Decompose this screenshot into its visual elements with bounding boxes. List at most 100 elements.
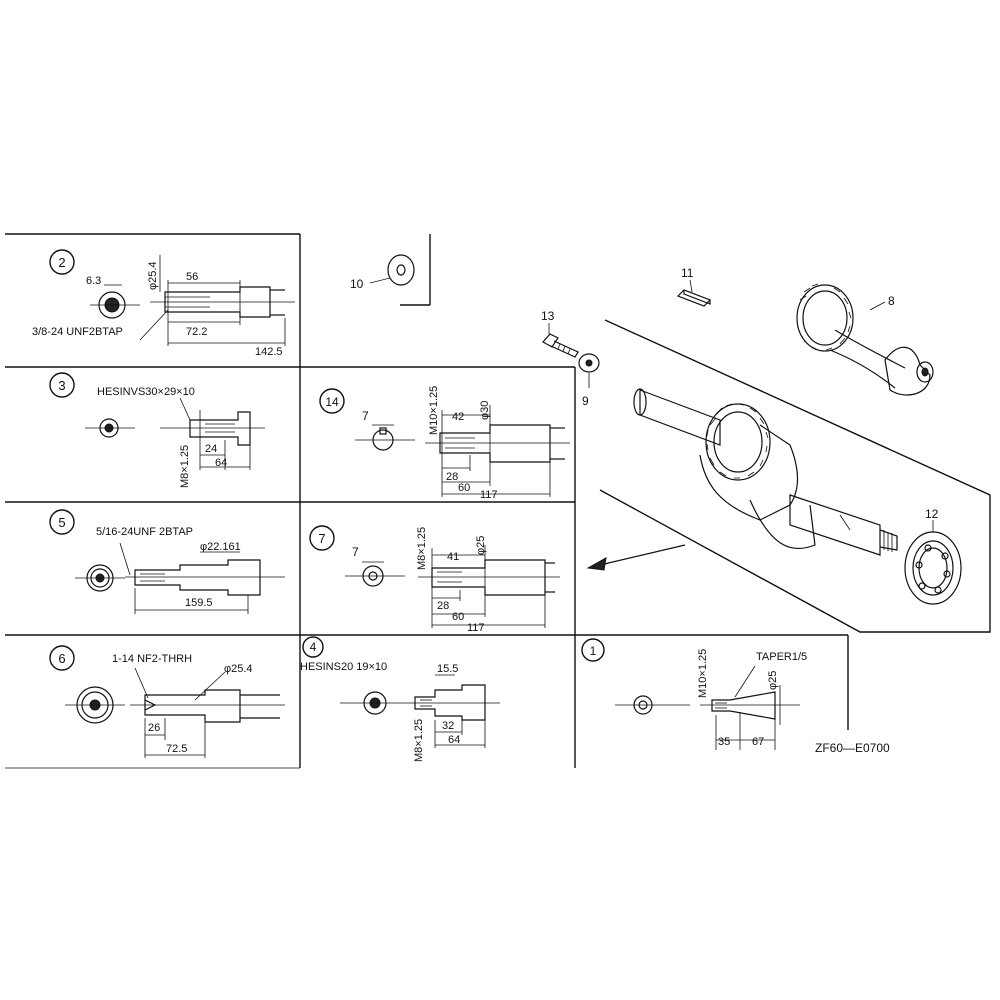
part-12-label: 12 (925, 507, 939, 521)
panel4-dim-64: 64 (448, 734, 460, 746)
callout-14 (319, 388, 345, 414)
panel14-dim-28: 28 (446, 471, 458, 483)
main-crankshaft (633, 388, 898, 556)
panel7-dim-dia25: φ25 (475, 536, 487, 555)
panel2-dim-72-2: 72.2 (186, 326, 207, 338)
panel-2: 2 6.3 φ25.4 56 3/8-24 UNF2BTAP 72 (32, 249, 295, 358)
shaft-side-view (425, 405, 570, 497)
panel2-dim-dia: φ25.4 (147, 261, 159, 290)
shaft-end-view (615, 695, 690, 715)
callout-3 (49, 372, 75, 398)
shaft-side-view (700, 665, 800, 750)
shaft-end-view (85, 418, 135, 438)
panel5-thread: 5/16-24UNF 2BTAP (96, 526, 193, 538)
shaft-side-view (410, 674, 500, 748)
exploded-view: 13 9 11 8 (541, 266, 991, 633)
panel-14: 14 7 M10×1.25 42 φ30 28 60 (319, 386, 570, 501)
panel2-dim-142-5: 142.5 (255, 346, 283, 358)
panel4-dim-m8: M8×1.25 (413, 719, 425, 762)
panel1-dim-dia25: φ25 (767, 671, 779, 690)
panel-6: 6 1-14 NF2-THRH φ25.4 26 72.5 (49, 645, 285, 758)
panel4-dim-32: 32 (442, 720, 454, 732)
shaft-end-view (90, 291, 140, 319)
panel7-dim-41: 41 (447, 551, 459, 563)
callout-14-label: 14 (325, 395, 339, 409)
callout-3-label: 3 (58, 378, 65, 393)
part-8-label: 8 (888, 294, 895, 308)
shaft-end-view (340, 691, 410, 715)
panel5-dim-159-5: 159.5 (185, 597, 213, 609)
shaft-side-view (160, 397, 265, 470)
diagram-code: ZF60—E0700 (815, 741, 890, 755)
panel7-dim-60: 60 (452, 611, 464, 623)
panel4-dim-15-5: 15.5 (437, 663, 458, 675)
panel14-dim-m10: M10×1.25 (428, 386, 440, 435)
panel14-dim-117: 117 (480, 489, 498, 501)
panel1-dim-35: 35 (718, 736, 730, 748)
callout-6-label: 6 (58, 651, 65, 666)
callout-1-label: 1 (590, 644, 597, 658)
shaft-side-view (418, 545, 560, 628)
panel14-dim-42: 42 (452, 411, 464, 423)
callout-6 (49, 645, 75, 671)
panel-3: 3 HESINVS30×29×10 M8×1.25 24 64 (49, 372, 265, 488)
part-9-washer: 9 (578, 353, 600, 408)
panel6-dim-72-5: 72.5 (166, 743, 187, 755)
panel3-dim-64: 64 (215, 457, 227, 469)
panel14-dim-7: 7 (362, 409, 369, 423)
panel2-dim-56: 56 (186, 271, 198, 283)
part-11-label: 11 (681, 266, 694, 280)
panel6-dim-dia: φ25.4 (224, 663, 253, 675)
callout-1 (581, 638, 605, 662)
panel1-taper: TAPER1/5 (756, 651, 807, 663)
panel7-dim-28: 28 (437, 600, 449, 612)
panel5-dim-dia: φ22.161 (200, 541, 241, 553)
shaft-end-view (65, 686, 125, 724)
callout-5 (49, 509, 75, 535)
part-11-key: 11 (676, 266, 712, 307)
callout-4-label: 4 (310, 640, 317, 654)
panel6-dim-26: 26 (148, 722, 160, 734)
panel7-dim-117: 117 (467, 622, 485, 634)
callout-5-label: 5 (58, 515, 65, 530)
panel3-dim-24: 24 (205, 443, 217, 455)
part-10-label: 10 (350, 277, 364, 291)
part-13-bolt: 13 (541, 309, 579, 358)
part-12-bearing: 12 (904, 507, 962, 605)
panel-4: 4 HESINS20 19×10 15.5 32 64 M8×1.25 (300, 636, 500, 762)
shaft-side-view (119, 542, 285, 614)
panel6-thread: 1-14 NF2-THRH (112, 653, 192, 665)
direction-arrow (586, 544, 686, 571)
callout-7-label: 7 (318, 531, 325, 546)
callout-2-label: 2 (58, 255, 65, 270)
panel-1: 1 TAPER1/5 M10×1.25 φ25 35 67 (581, 638, 807, 750)
part-8-crankshaft-alt: 8 (796, 283, 934, 396)
shaft-side-view (130, 667, 285, 758)
panel14-dim-60: 60 (458, 482, 470, 494)
part-13-label: 13 (541, 309, 555, 323)
callout-4 (302, 636, 324, 658)
part-10-washer: 10 (350, 254, 415, 291)
shaft-end-view (345, 561, 405, 587)
panel2-thread: 3/8-24 UNF2BTAP (32, 326, 123, 338)
panel3-note: HESINVS30×29×10 (97, 386, 195, 398)
panel4-note: HESINS20 19×10 (300, 661, 387, 673)
panel2-dim-6-3: 6.3 (86, 275, 101, 287)
callout-7 (309, 525, 335, 551)
part-9-label: 9 (582, 394, 589, 408)
panel3-dim-m8: M8×1.25 (179, 445, 191, 488)
panel7-dim-7: 7 (352, 545, 359, 559)
shaft-side-view (104, 255, 295, 346)
shaft-end-view (355, 424, 415, 451)
panel7-dim-m8: M8×1.25 (416, 527, 428, 570)
panel-5: 5 5/16-24UNF 2BTAP φ22.161 159.5 (49, 509, 285, 614)
panel-7: 7 7 M8×1.25 41 φ25 28 60 1 (309, 525, 560, 634)
shaft-end-view (75, 564, 125, 592)
panel14-dim-dia30: φ30 (479, 401, 491, 420)
panel1-dim-m10: M10×1.25 (697, 649, 709, 698)
callout-2 (49, 249, 75, 275)
panel1-dim-67: 67 (752, 736, 764, 748)
panel-grid (5, 233, 849, 769)
assembly-frame (599, 319, 991, 633)
